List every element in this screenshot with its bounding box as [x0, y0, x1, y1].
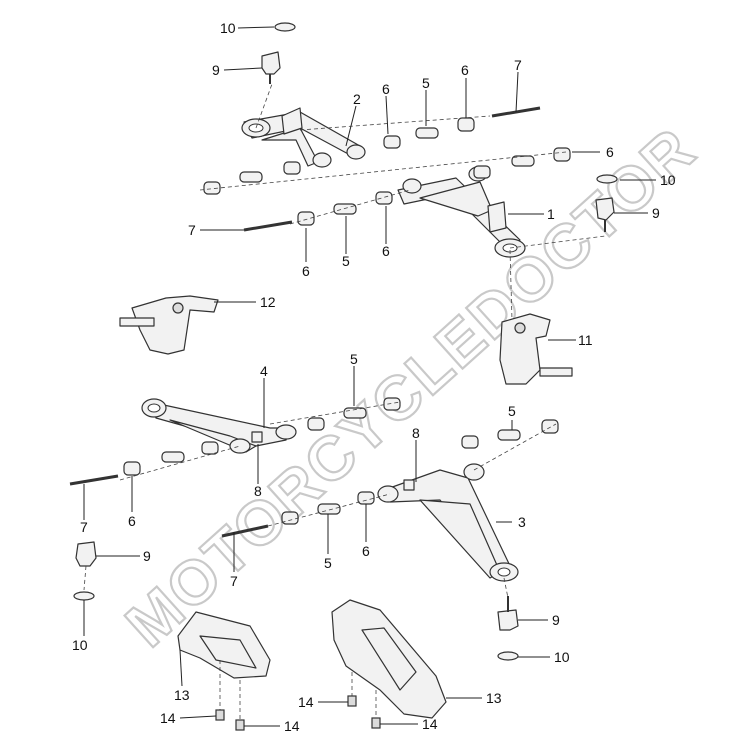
steering-knuckle-left — [119, 295, 219, 355]
callout-6-lower-b: 6 — [362, 543, 370, 559]
callout-14-b: 14 — [284, 718, 300, 734]
skid-guard-left — [177, 611, 271, 679]
callout-10-top: 10 — [220, 20, 236, 36]
callout-9-bottom: 9 — [552, 612, 560, 628]
callout-leaders — [83, 26, 656, 727]
callout-9-right: 9 — [652, 205, 660, 221]
callout-13-right: 13 — [486, 690, 502, 706]
callout-14-c: 14 — [298, 694, 314, 710]
callout-7-lower-mid: 7 — [230, 573, 238, 589]
callout-6-upper-c: 6 — [302, 263, 310, 279]
callout-14-a: 14 — [160, 710, 176, 726]
callout-8-b: 8 — [254, 483, 262, 499]
callout-7-upper-right: 7 — [514, 57, 522, 73]
callout-3: 3 — [518, 514, 526, 530]
callout-10-bottom: 10 — [554, 649, 570, 665]
upper-a-arm-front — [397, 166, 526, 258]
assembly-axes — [83, 83, 606, 599]
callout-numbers: 10 9 2 6 5 6 7 6 10 1 9 7 6 5 6 12 11 4 … — [72, 20, 676, 734]
callout-9-left: 9 — [143, 548, 151, 564]
callout-5-upper-a: 5 — [422, 75, 430, 91]
callout-11: 11 — [578, 332, 593, 348]
callout-6-lower-a: 6 — [128, 513, 136, 529]
callout-7-lower-left: 7 — [80, 519, 88, 535]
callout-10-right: 10 — [660, 172, 676, 188]
callout-5-lower-c: 5 — [324, 555, 332, 571]
callout-14-d: 14 — [422, 716, 438, 732]
lower-a-arm-front — [377, 463, 519, 582]
skid-guard-right — [331, 599, 447, 719]
steering-knuckle-right — [499, 313, 573, 385]
callout-12: 12 — [260, 294, 276, 310]
callout-13-left: 13 — [174, 687, 190, 703]
callout-5-lower-a: 5 — [350, 351, 358, 367]
callout-6-upper-b: 6 — [461, 62, 469, 78]
callout-4: 4 — [260, 363, 268, 379]
callout-8-a: 8 — [412, 425, 420, 441]
callout-5-lower-b: 5 — [508, 403, 516, 419]
callout-10-left: 10 — [72, 637, 88, 653]
callout-6-upper-d: 6 — [382, 243, 390, 259]
small-parts — [69, 22, 618, 731]
callout-7-upper-left: 7 — [188, 222, 196, 238]
callout-9-top: 9 — [212, 62, 220, 78]
callout-6-right: 6 — [606, 144, 614, 160]
callout-6-upper-a: 6 — [382, 81, 390, 97]
callout-1: 1 — [547, 206, 555, 222]
lower-a-arm-rear — [141, 398, 297, 454]
callout-5-upper-b: 5 — [342, 253, 350, 269]
callout-2: 2 — [353, 91, 361, 107]
upper-a-arm-rear — [241, 107, 366, 168]
